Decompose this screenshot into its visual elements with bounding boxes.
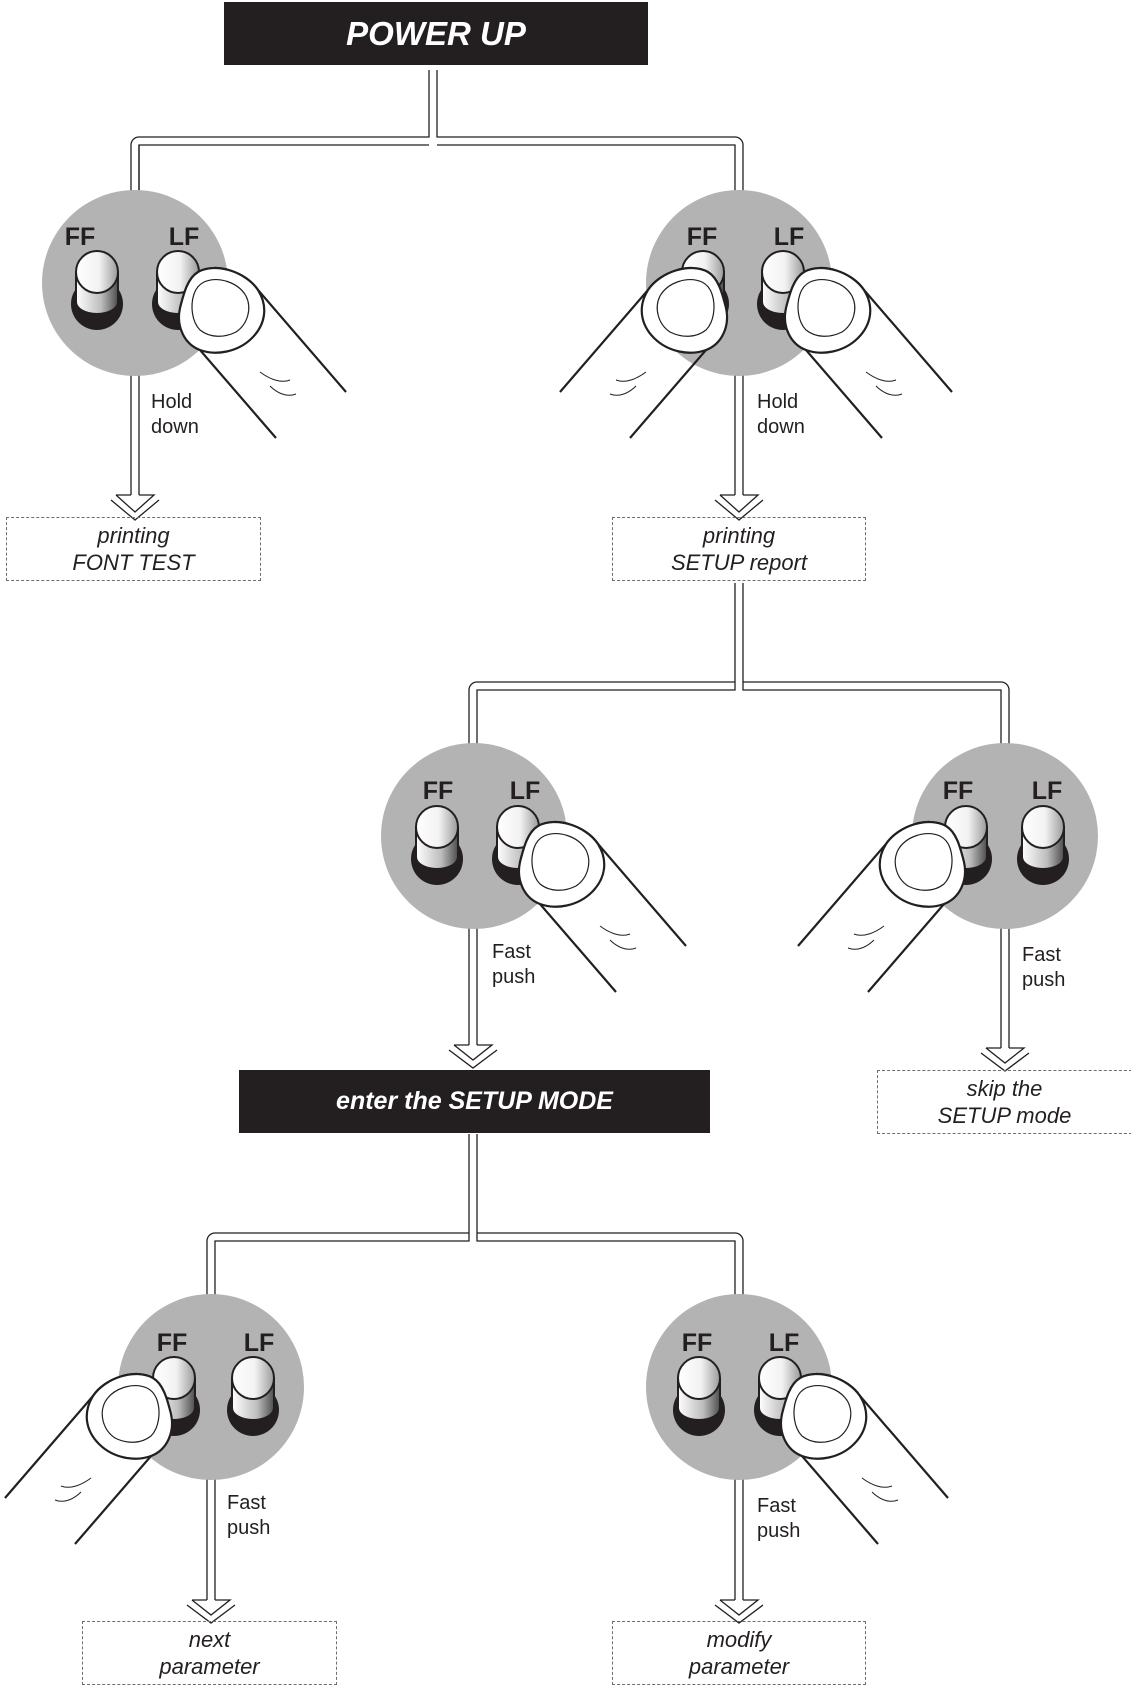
ff-button[interactable] [672, 1356, 726, 1437]
action-word: Fast [1022, 944, 1061, 966]
ff-button[interactable] [70, 250, 124, 331]
result-modify-parameter: modify parameter [612, 1621, 866, 1685]
finger-icon [3, 1372, 174, 1546]
result-line: skip the [966, 1076, 1043, 1101]
action-word: Fast [227, 1492, 266, 1514]
action-word: Hold [151, 391, 193, 413]
result-line: parameter [688, 1654, 790, 1679]
panel-6: FF LF [646, 1294, 950, 1546]
panel-3: FF LF [381, 743, 688, 994]
lf-label: LF [1032, 777, 1063, 805]
ff-label: FF [682, 1329, 713, 1357]
lf-label: LF [244, 1329, 275, 1357]
action-label-5: Fast push [227, 1491, 270, 1541]
action-label-2: Hold down [757, 390, 805, 440]
finger-icon [517, 820, 688, 994]
action-word: push [1022, 969, 1066, 991]
panel-5: FF LF [3, 1294, 304, 1546]
ff-label: FF [157, 1329, 188, 1357]
action-word: Fast [757, 1495, 796, 1517]
result-setup-report: printing SETUP report [612, 517, 866, 581]
finger-icon [783, 266, 954, 440]
action-word: down [151, 416, 199, 438]
ff-label: FF [65, 223, 96, 251]
result-font-test: printing FONT TEST [6, 517, 261, 581]
ff-label: FF [687, 223, 718, 251]
action-label-3: Fast push [492, 940, 535, 990]
finger-icon [796, 820, 967, 994]
result-line: parameter [159, 1654, 260, 1679]
setup-mode-text: enter the SETUP MODE [336, 1087, 613, 1115]
action-word: Hold [757, 391, 799, 413]
lf-button[interactable] [226, 1356, 280, 1437]
finger-icon [558, 266, 729, 440]
result-line: SETUP mode [937, 1103, 1072, 1128]
panel-1: FF LF [42, 190, 348, 440]
action-label-1: Hold down [151, 390, 199, 440]
result-line: printing [97, 523, 170, 548]
action-word: push [757, 1520, 801, 1542]
action-label-6: Fast push [757, 1494, 800, 1544]
setup-mode-box: enter the SETUP MODE [239, 1070, 710, 1133]
action-label-4: Fast push [1022, 943, 1065, 993]
ff-label: FF [943, 777, 974, 805]
lf-button[interactable] [1016, 805, 1070, 886]
result-line: modify [706, 1627, 772, 1652]
result-next-parameter: next parameter [82, 1621, 337, 1685]
power-up-text: POWER UP [346, 14, 526, 52]
lf-label: LF [169, 223, 200, 251]
finger-icon [779, 1372, 950, 1546]
result-line: printing [702, 523, 776, 548]
lf-label: LF [510, 777, 541, 805]
lf-label: LF [774, 223, 805, 251]
finger-icon [177, 266, 348, 440]
ff-label: FF [423, 777, 454, 805]
ff-button[interactable] [410, 805, 464, 886]
panel-2: FF LF [558, 190, 954, 440]
action-word: down [757, 416, 805, 438]
result-line: SETUP report [670, 550, 808, 575]
action-word: push [492, 966, 536, 988]
result-skip-setup: skip the SETUP mode [877, 1070, 1131, 1134]
power-up-title: POWER UP [224, 2, 648, 65]
action-word: push [227, 1517, 271, 1539]
result-line: next [188, 1627, 231, 1652]
action-word: Fast [492, 941, 531, 963]
result-line: FONT TEST [72, 550, 195, 575]
panel-4: FF LF [796, 743, 1098, 994]
lf-label: LF [769, 1329, 800, 1357]
